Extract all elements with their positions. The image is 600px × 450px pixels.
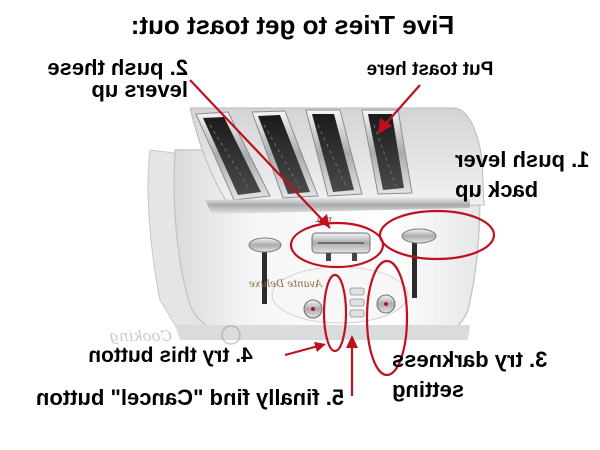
left-lever (248, 237, 282, 304)
left-lever-track (262, 250, 267, 304)
function-button-2 (349, 298, 365, 307)
circle-right-lever (378, 209, 496, 261)
circle-centre-levers (289, 221, 385, 269)
arrow-step2 (189, 79, 331, 229)
annotation-step1-text: 1. push lever back up (455, 147, 590, 202)
control-panel: Avante Deluxe (249, 266, 409, 324)
annotation-step2: 2. push these levers up (8, 55, 188, 102)
right-lever (401, 228, 437, 298)
chrome-band (205, 196, 470, 214)
watermark-text: Cooking (109, 327, 172, 345)
annotation-step4: 4. try this button (88, 344, 253, 367)
centre-lift-levers (311, 232, 371, 261)
watermark: Cooking (109, 325, 241, 345)
function-button-1 (349, 287, 365, 296)
annotation-put-toast: Put toast here (366, 59, 494, 80)
toaster-base (175, 325, 470, 340)
left-lever-handle (248, 237, 282, 253)
slot-3 (312, 114, 354, 192)
right-lever-handle (401, 228, 437, 244)
annotation-step3: 3. try darkness setting (392, 345, 592, 404)
slot-1 (203, 117, 261, 195)
annotation-step5-text: 5. finally find "Cancel" button (35, 385, 345, 410)
circle-darkness-dial (365, 259, 409, 377)
slot-grill-lines (209, 124, 251, 191)
model-name: Avante Deluxe (249, 279, 323, 290)
circle-function-button (322, 273, 348, 353)
annotation-step2-text: 2. push these levers up (47, 55, 188, 102)
arrowhead-step4 (314, 342, 326, 352)
slot-2 (258, 115, 310, 194)
annotation-marks (189, 79, 496, 396)
arrowhead-step5 (346, 335, 358, 348)
annotation-step1: 1. push lever back up (455, 145, 595, 204)
annotation-step5: 5. finally find "Cancel" button (35, 382, 345, 414)
annotation-step3-text: 3. try darkness setting (392, 347, 548, 402)
arrowhead-put-toast (378, 118, 392, 134)
right-lever-track (412, 242, 417, 298)
function-button-3 (349, 309, 365, 318)
watermark-icon (221, 325, 241, 345)
annotation-title: Five Tries to get toast out: (130, 10, 455, 40)
bread-slots (195, 109, 413, 201)
arrow-put-toast (381, 84, 421, 129)
